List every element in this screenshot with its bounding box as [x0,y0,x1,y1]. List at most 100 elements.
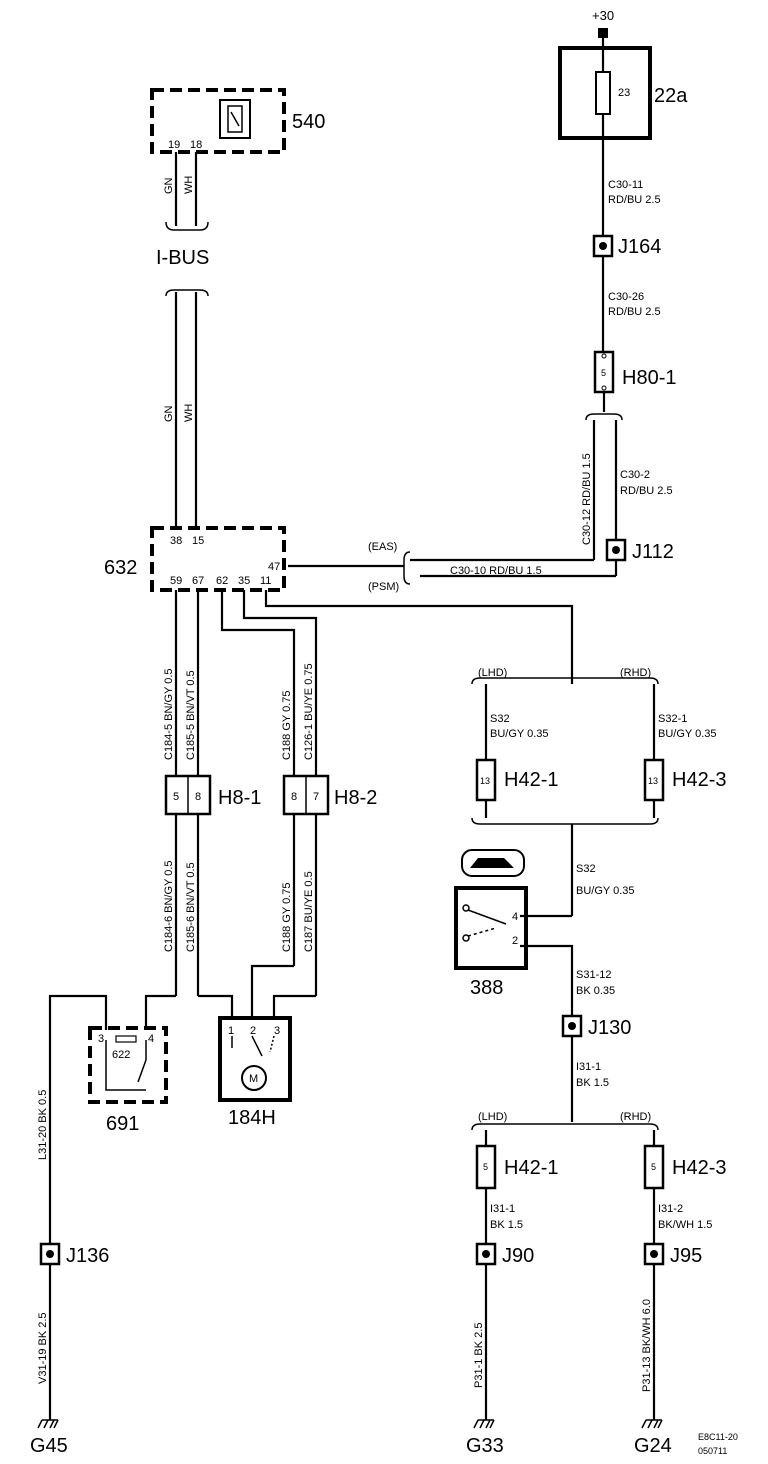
ground-label: G33 [466,1435,504,1457]
wire-label: RD/BU 2.5 [620,485,673,497]
wire-label: GN [163,405,175,422]
fuse-box-label: 22a [654,85,688,107]
pin-label: 8 [195,791,201,803]
pin-label: 47 [268,561,280,573]
pin-label: 67 [192,575,204,587]
reference-code: E8C11-20 [698,1432,738,1442]
power-label: +30 [592,8,614,23]
pin-label: 15 [192,535,204,547]
pin-label: 5 [601,368,606,378]
wire-label: I31-2 [658,1203,683,1215]
pin-label: 7 [313,791,319,803]
wire-label: P31-1 BK 2.5 [473,1323,485,1388]
wire-label: I31-1 [576,1061,601,1073]
connector-label: J90 [502,1245,534,1267]
pin-label: 2 [250,1025,256,1037]
connector-label: H42-3 [672,1157,726,1179]
wire-label: C184-5 BN/GY 0.5 [163,668,175,760]
motor-symbol [241,1065,267,1091]
pin-label: 8 [291,791,297,803]
connector-label: H8-1 [218,787,261,809]
connector-label: H80-1 [622,367,676,389]
pin-label: 35 [238,575,250,587]
wire-label: C185-5 BN/VT 0.5 [185,670,197,760]
wire-label: C30-26 [608,291,644,303]
ground-symbol [473,1419,495,1429]
branch-label: (LHD) [478,667,507,679]
branch-label: (EAS) [368,541,397,553]
wire-label: C188 GY 0.75 [281,690,293,760]
connector-label: J95 [670,1245,702,1267]
ground-label: G45 [30,1435,68,1457]
pin-label: 62 [216,575,228,587]
wire-label: C188 GY 0.75 [281,882,293,952]
module-label: 691 [106,1113,139,1135]
fuse-number: 23 [618,87,630,99]
connector-label: J112 [632,541,674,563]
connector-label: H42-3 [672,769,726,791]
reference-date: 050711 [698,1446,727,1456]
wire-label: C30-2 [620,469,650,481]
wire-label: S32-1 [658,713,687,725]
power-terminal [598,28,608,38]
module-label: 388 [470,977,503,999]
wire-label: I31-1 [490,1203,515,1215]
bus-label: I-BUS [156,247,209,269]
ground-symbol [641,1419,663,1429]
pin-label: 13 [648,776,658,786]
wire-label: RD/BU 2.5 [608,306,661,318]
branch-label: (LHD) [478,1111,507,1123]
module-label: 632 [104,557,137,579]
pin-label: 1 [228,1025,234,1037]
pin-label: 4 [512,911,518,923]
wire-label: BK 0.35 [576,985,615,997]
connector-label: H8-2 [334,787,377,809]
wire-label: BK 1.5 [490,1219,523,1231]
wire-label: BU/GY 0.35 [658,728,717,740]
module-632 [150,526,286,592]
branch-label: (RHD) [620,1111,651,1123]
wire-label: WH [183,404,195,422]
wire-label: C30-12 RD/BU 1.5 [581,453,593,545]
module-label: 184H [228,1107,276,1129]
wire-label: C185-6 BN/VT 0.5 [185,862,197,952]
wire-label: V31-19 BK 2.5 [37,1312,49,1384]
branch-label: (PSM) [368,581,399,593]
motor-letter: M [249,1073,258,1085]
wire-label: C184-6 BN/GY 0.5 [163,860,175,952]
pin-label: 18 [190,139,202,151]
pin-label: 5 [173,791,179,803]
fuse-23 [595,71,611,115]
wire-label: P31-13 BK/WH 6.0 [641,1299,653,1392]
pin-label: 3 [274,1025,280,1037]
pin-label: 4 [148,1033,154,1045]
pin-label: 59 [170,575,182,587]
switch-388 [454,886,528,970]
pin-label: 38 [170,535,182,547]
pin-label: 5 [483,1162,488,1172]
fuse-box-22a [558,46,652,140]
wire-label: BU/GY 0.35 [490,728,549,740]
pin-label: 5 [651,1162,656,1172]
module-540 [150,88,286,154]
pin-label: 19 [168,139,180,151]
wire-label: GN [163,177,175,194]
wire-label: C126-1 BU/YE 0.75 [303,663,315,760]
connector-label: J130 [588,1017,631,1039]
connector-label: H42-1 [504,769,558,791]
wire-label: C30-10 RD/BU 1.5 [450,565,542,577]
relay-691 [88,1026,168,1104]
pin-label: 13 [480,776,490,786]
ground-label: G24 [634,1435,672,1457]
pin-label: 2 [512,935,518,947]
wire-label: L31-20 BK 0.5 [37,1090,49,1160]
wire-label: BK 1.5 [576,1077,609,1089]
wire-label: BK/WH 1.5 [658,1219,712,1231]
wire-label: S32 [490,713,510,725]
wire-label: C187 BU/YE 0.5 [303,871,315,952]
connector-label: J164 [618,236,661,258]
wire-label: RD/BU 2.5 [608,194,661,206]
module-label: 540 [292,111,325,133]
connector-label: J136 [66,1245,109,1267]
